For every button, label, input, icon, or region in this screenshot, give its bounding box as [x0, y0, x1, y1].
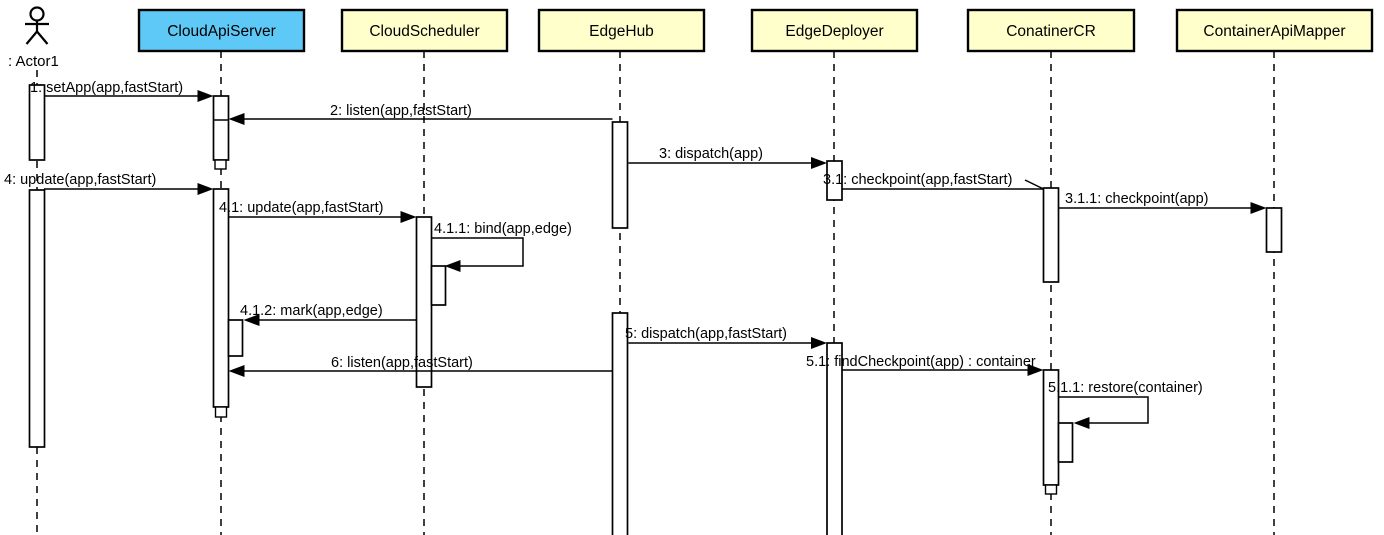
participant-header-edgedeployer: EdgeDeployer [750, 8, 919, 53]
participant-header-containerapimapper: ContainerApiMapper [1175, 8, 1374, 53]
actor-label: : Actor1 [8, 53, 59, 70]
participant-label-cloudapiserver: CloudApiServer [167, 23, 276, 40]
message-3-label: 3: dispatch(app) [659, 146, 763, 162]
participant-label-edgehub: EdgeHub [589, 23, 654, 40]
message-3-1-1-arrowhead-icon [1250, 202, 1267, 214]
activation-edgehub-1 [611, 121, 629, 229]
participant-box-conatinercr [966, 8, 1136, 53]
message-5 [628, 337, 827, 349]
participant-label-containerapimapper: ContainerApiMapper [1203, 23, 1345, 40]
message-4-1-1 [431, 237, 524, 272]
activation-actor1-1 [28, 84, 46, 161]
participant-header-conatinercr: ConatinerCR [966, 8, 1136, 53]
message-5-1-1-arrowhead-icon [1073, 417, 1090, 429]
message-6 [228, 365, 613, 377]
message-5-1-1-label: 5.1.1: restore(container) [1048, 380, 1203, 396]
participant-label-edgedeployer: EdgeDeployer [785, 23, 883, 40]
message-4-1-arrowhead-icon [400, 211, 417, 223]
message-4-1-2 [243, 314, 417, 326]
message-1-arrowhead-icon [197, 90, 214, 102]
message-4-arrowhead-icon [197, 183, 214, 195]
participant-header-edgehub: EdgeHub [537, 8, 706, 53]
activation-actor1-2 [28, 189, 46, 448]
activation-cloudapiserver-1 [212, 95, 230, 161]
participant-header-cloudapiserver: CloudApiServer [137, 8, 306, 53]
message-5-1 [842, 364, 1044, 376]
message-3-arrowhead-icon [811, 157, 827, 169]
activation-stub-cloudapiserver-2 [214, 406, 228, 418]
message-2 [228, 113, 613, 125]
message-2-label: 2: listen(app,fastStart) [330, 103, 472, 119]
activation-cloudapiserver-2 [212, 188, 230, 408]
message-4-1-2-arrowhead-icon [243, 314, 260, 326]
participant-box-edgehub [537, 8, 706, 53]
message-3-1-1-label: 3.1.1: checkpoint(app) [1065, 191, 1208, 207]
participant-label-cloudscheduler: CloudScheduler [369, 23, 479, 40]
message-4-label: 4: update(app,fastStart) [4, 172, 156, 188]
message-3-1-1 [1058, 202, 1267, 214]
message-5-1-1-line [1058, 396, 1149, 424]
message-3-1 [842, 179, 1044, 190]
message-5-1-arrowhead-icon [1027, 364, 1044, 376]
actor-icon [25, 6, 49, 45]
activation-edgehub-2 [611, 312, 629, 535]
message-5-1-1 [1058, 396, 1149, 429]
participant-header-cloudscheduler: CloudScheduler [340, 8, 509, 53]
participant-box-edgedeployer [750, 8, 919, 53]
message-4-1-1-arrowhead-icon [444, 260, 461, 272]
activation-edgedeployer-1 [826, 160, 843, 201]
activation-containerapimapper [1265, 207, 1283, 253]
message-5-1-label: 5.1: findCheckpoint(app) : container [806, 354, 1036, 370]
activation-cloudapiserver-nested [227, 319, 244, 357]
participant-box-containerapimapper [1175, 8, 1374, 53]
message-3-1-label: 3.1: checkpoint(app,fastStart) [823, 172, 1012, 188]
activation-stub-cloudapiserver-1 [214, 159, 227, 170]
activation-edgedeployer-2 [826, 342, 843, 535]
message-5-label: 5: dispatch(app,fastStart) [625, 326, 787, 342]
message-4-1-1-label: 4.1.1: bind(app,edge) [434, 221, 572, 237]
message-1-label: 1: setApp(app,fastStart) [30, 80, 183, 96]
activation-cloudscheduler-nested [430, 265, 447, 306]
actor-leg-right [36, 30, 49, 45]
activation-conatinercr-nested [1057, 422, 1074, 463]
activation-stub-conatinercr [1044, 484, 1058, 495]
message-3-1-open-arrowhead-icon [1024, 179, 1044, 190]
message-2-arrowhead-icon [228, 113, 245, 125]
message-6-label: 6: listen(app,fastStart) [331, 355, 473, 371]
participant-label-conatinercr: ConatinerCR [1006, 23, 1096, 40]
message-1 [44, 90, 214, 102]
message-5-arrowhead-icon [811, 337, 827, 349]
activation-conatinercr-1 [1042, 187, 1060, 283]
actor-leg-left [25, 30, 38, 45]
message-4-1-2-label: 4.1.2: mark(app,edge) [240, 303, 383, 319]
participant-box-cloudapiserver [137, 8, 306, 53]
message-4-1-label: 4.1: update(app,fastStart) [219, 200, 383, 216]
participant-box-cloudscheduler [340, 8, 509, 53]
message-6-arrowhead-icon [228, 365, 245, 377]
message-4 [44, 183, 214, 195]
message-3 [628, 157, 827, 169]
message-4-1 [228, 211, 417, 223]
message-4-1-1-line [431, 237, 524, 267]
